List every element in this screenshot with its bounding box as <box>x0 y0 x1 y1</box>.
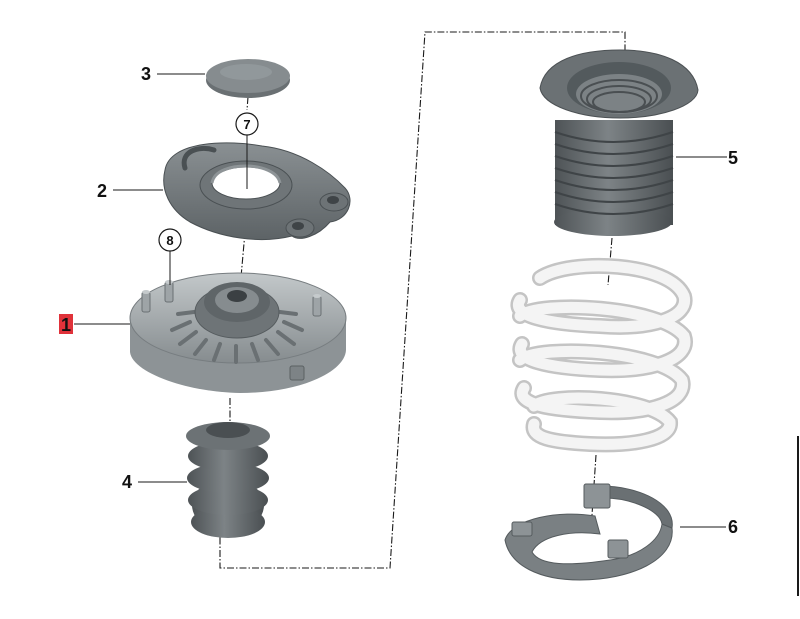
part-4-bump-stop[interactable] <box>186 422 270 538</box>
callout-label-4[interactable]: 4 <box>122 472 132 492</box>
svg-text:7: 7 <box>243 117 250 132</box>
part-6-spring-pad[interactable] <box>504 483 673 581</box>
part-2-mount-plate[interactable] <box>163 142 351 241</box>
part-3-cap[interactable] <box>206 59 290 98</box>
callout-label-2[interactable]: 2 <box>97 181 107 201</box>
callout-label-5[interactable]: 5 <box>728 148 738 168</box>
axis-5-spring <box>607 237 613 286</box>
svg-text:1: 1 <box>61 315 71 335</box>
part-1-strut-mount[interactable] <box>129 272 347 393</box>
boot-bellows <box>554 131 674 215</box>
mount-ribs <box>170 310 304 364</box>
cap-icon <box>206 59 290 98</box>
assembly-axis-line <box>219 31 626 569</box>
callout-circle-7[interactable]: 7 <box>235 112 259 136</box>
callout-label-1[interactable]: 1 <box>59 314 73 335</box>
callout-highlight <box>59 314 73 334</box>
axis-3-2 <box>246 96 249 111</box>
boot-inner-rings <box>580 79 658 113</box>
bump-stop-icon <box>186 422 270 538</box>
strut-mount-icon <box>129 272 347 393</box>
callout-circle-8[interactable]: 8 <box>158 228 182 252</box>
callout-leaders <box>74 73 727 528</box>
spring-pad-icon <box>504 483 673 581</box>
coil-spring[interactable] <box>510 257 693 453</box>
callout-label-3[interactable]: 3 <box>141 64 151 84</box>
part-5-dust-boot[interactable] <box>539 49 699 236</box>
dust-boot-icon <box>539 49 699 236</box>
mount-plate-icon <box>163 142 351 241</box>
svg-text:8: 8 <box>166 233 173 248</box>
coil-spring-icon <box>510 257 693 453</box>
callout-label-6[interactable]: 6 <box>728 517 738 537</box>
